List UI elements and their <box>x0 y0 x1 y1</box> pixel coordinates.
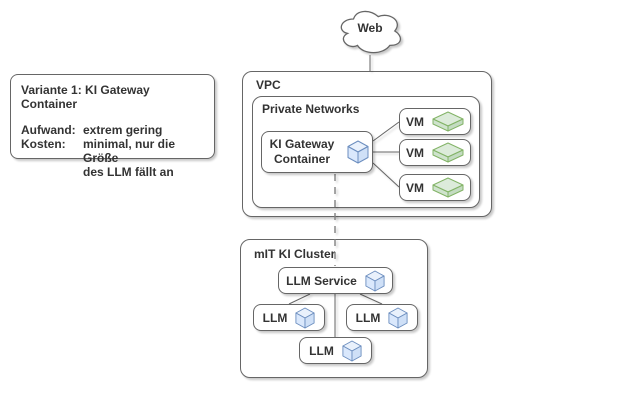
note-row-kosten: Kosten: minimal, nur die Größe des LLM f… <box>21 137 204 179</box>
vm-slab-icon <box>432 111 464 132</box>
web-cloud-label: Web <box>357 21 383 35</box>
vpc-label: VPC <box>256 78 281 92</box>
cube-icon <box>365 270 385 291</box>
ki-gateway-container-node: KI Gateway Container <box>261 131 373 173</box>
private-networks-label: Private Networks <box>262 102 360 116</box>
cube-icon <box>342 340 362 361</box>
note-value-kosten: minimal, nur die Größe des LLM fällt an <box>83 137 176 179</box>
vm-node-3: VM <box>399 174 471 201</box>
llm-node-right: LLM <box>346 304 418 331</box>
vm-label: VM <box>406 114 424 129</box>
web-cloud: Web <box>337 7 403 55</box>
llm-label: LLM <box>355 310 381 325</box>
vm-slab-icon <box>432 142 464 163</box>
llm-label: LLM <box>262 310 288 325</box>
cube-icon <box>295 307 315 328</box>
llm-node-bottom: LLM <box>299 337 372 364</box>
variant-note: Variante 1: KI Gateway Container Aufwand… <box>10 74 215 179</box>
llm-service-label: LLM Service <box>286 273 357 288</box>
variant-note-title: Variante 1: KI Gateway Container <box>21 83 150 111</box>
vm-node-2: VM <box>399 139 471 166</box>
vm-label: VM <box>406 180 424 195</box>
note-value-aufwand: extrem gering <box>83 123 163 137</box>
llm-label: LLM <box>309 343 334 358</box>
note-label-aufwand: Aufwand: <box>21 123 76 137</box>
vm-slab-icon <box>432 177 464 198</box>
ki-gateway-container-label: KI Gateway Container <box>269 137 335 166</box>
note-label-kosten: Kosten: <box>21 137 66 151</box>
llm-node-left: LLM <box>253 304 325 331</box>
note-row-aufwand: Aufwand: extrem gering <box>21 123 204 137</box>
llm-service-node: LLM Service <box>278 267 393 294</box>
vm-label: VM <box>406 145 424 160</box>
cube-icon <box>347 140 369 164</box>
cloud-icon <box>340 10 401 54</box>
cube-icon <box>388 307 408 328</box>
cluster-label: mIT KI Cluster <box>254 247 336 261</box>
vm-node-1: VM <box>399 108 471 135</box>
